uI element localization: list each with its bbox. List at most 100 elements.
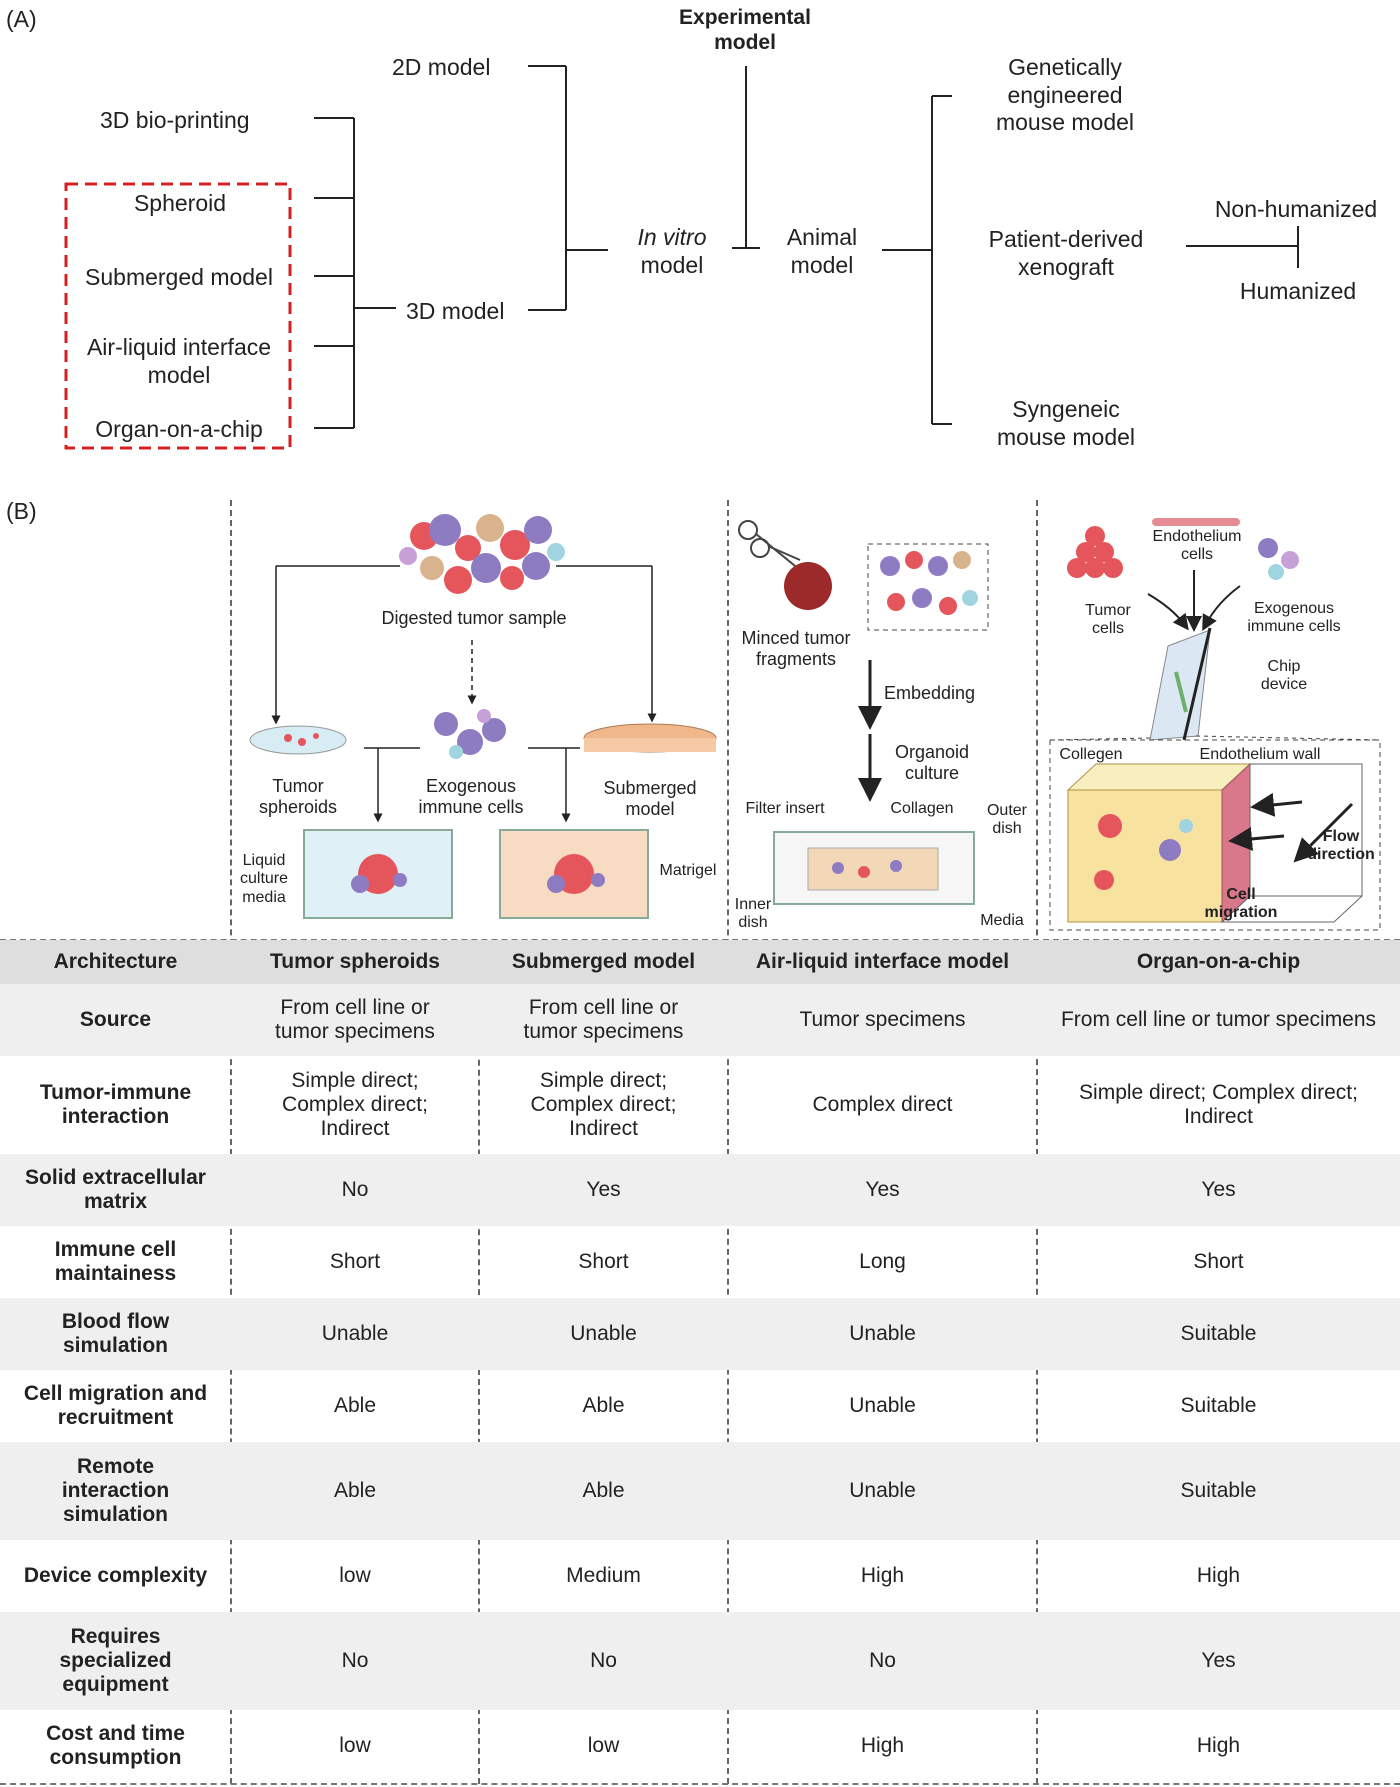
spheroid-dish <box>249 725 347 755</box>
label-submerged-model: Submerged model <box>603 778 697 819</box>
table-cell: Unable <box>849 1393 916 1417</box>
table-cell: No <box>728 1612 1037 1710</box>
label-collagen: Collagen <box>890 800 954 817</box>
table-cell: Simple direct; Complex direct; Indirect <box>1079 1080 1358 1128</box>
label-exogenous-immune: Exogenous immune cells <box>418 776 524 817</box>
label-liquid-media: Liquid culture media <box>239 852 289 906</box>
table-row: Blood flow simulation Unable Unable Unab… <box>0 1298 1400 1370</box>
table-cell: From cell line or tumor specimens <box>231 984 479 1056</box>
table-cell: No <box>231 1154 479 1226</box>
label-cell-migration: Cell migration <box>1204 886 1278 922</box>
matrigel-well <box>499 829 649 919</box>
tumor-cell-cluster <box>1067 526 1123 578</box>
table-row: Solid extracellular matrix No Yes Yes Ye… <box>0 1154 1400 1226</box>
row-header: Blood flow simulation <box>0 1298 231 1370</box>
table-cell: Yes <box>1037 1154 1400 1226</box>
table-cell: No <box>231 1612 479 1710</box>
row-header: Solid extracellular matrix <box>0 1154 231 1226</box>
in-vitro-model: model <box>640 251 704 278</box>
label-filter-insert: Filter insert <box>745 800 825 817</box>
chip-3d-block <box>1066 762 1363 924</box>
node-animal-model: Animal model <box>786 224 858 278</box>
header-cell: Submerged model <box>479 940 728 984</box>
header-cell: Air-liquid interface model <box>728 940 1037 984</box>
submerged-dish <box>583 723 717 753</box>
panel-b-illustration <box>249 514 1381 931</box>
table-cell: High <box>860 1733 905 1757</box>
node-ooc: Organ-on-a-chip <box>95 416 263 442</box>
label-endothelium-cells: Endothelium cells <box>1152 528 1242 564</box>
row-header: Cost and time consumption <box>46 1721 185 1769</box>
row-header: Remote interaction simulation <box>0 1442 231 1540</box>
table-cell: High <box>1196 1563 1241 1587</box>
table-row: Tumor-immune interaction Simple direct; … <box>0 1056 1400 1154</box>
label-exogenous-immune-cells: Exogenous immune cells <box>1247 600 1341 636</box>
label-collegen: Collegen <box>1059 746 1123 763</box>
table-cell: Unable <box>728 1442 1037 1540</box>
table-cell: High <box>860 1563 905 1587</box>
table-cell: Simple direct; Complex direct; Indirect <box>530 1068 677 1141</box>
label-chip-device: Chip device <box>1260 658 1308 694</box>
table-cell: Able <box>333 1393 377 1417</box>
dashed-3d-box <box>64 182 292 450</box>
table-cell: Yes <box>1037 1612 1400 1710</box>
table-cell: Simple direct; Complex direct; Indirect <box>282 1068 428 1141</box>
label-matrigel: Matrigel <box>659 862 717 879</box>
digested-tumor-cluster <box>399 514 565 594</box>
scissors-icon <box>738 520 801 571</box>
immune-cells-cluster <box>434 709 506 759</box>
table-cell: Short <box>578 1249 629 1273</box>
node-bioprinting: 3D bio-printing <box>100 107 250 133</box>
label-endothelium-wall: Endothelium wall <box>1199 746 1321 763</box>
root-node: Experimental model <box>679 6 811 55</box>
node-in-vitro: In vitro model <box>624 224 720 279</box>
label-embedding: Embedding <box>884 683 976 703</box>
table-cell: From cell line or tumor specimens <box>479 984 728 1056</box>
label-tumor-cells: Tumor cells <box>1085 602 1131 638</box>
table-cell: Unable <box>728 1298 1037 1370</box>
label-outer-dish: Outer dish <box>986 802 1027 838</box>
column-divider-1 <box>230 500 232 1784</box>
node-submerged: Submerged model <box>85 264 273 290</box>
table-cell: Tumor specimens <box>728 984 1037 1056</box>
table-row: Source From cell line or tumor specimens… <box>0 984 1400 1056</box>
in-vitro-italic: In vitro <box>637 224 707 250</box>
table-cell: Suitable <box>1180 1393 1257 1417</box>
table-cell: Complex direct <box>812 1092 953 1116</box>
table-cell: low <box>339 1563 371 1587</box>
endothelium-strip <box>1152 518 1240 526</box>
row-header: Cell migration and recruitment <box>23 1381 208 1429</box>
panel-a-label: (A) <box>6 6 37 32</box>
node-2d-model: 2D model <box>392 54 491 80</box>
node-non-humanized: Non-humanized <box>1214 196 1378 222</box>
table-cell: low <box>587 1733 620 1757</box>
table-bottom-border <box>0 1783 1400 1785</box>
row-header: Device complexity <box>23 1563 208 1587</box>
chip-zoom-box <box>1049 739 1381 931</box>
table-cell: Suitable <box>1037 1298 1400 1370</box>
node-spheroid: Spheroid <box>133 190 227 216</box>
row-header: Immune cell maintainess <box>54 1237 177 1285</box>
table-cell: Suitable <box>1037 1442 1400 1540</box>
table-cell: Yes <box>728 1154 1037 1226</box>
table-cell: Short <box>1193 1249 1244 1273</box>
header-cell: Organ-on-a-chip <box>1037 940 1400 984</box>
node-syngeneic: Syngeneic mouse model <box>996 396 1136 450</box>
comparison-table: Architecture Tumor spheroids Submerged m… <box>0 940 1400 1782</box>
node-ali: Air-liquid interface model <box>86 334 272 388</box>
node-humanized: Humanized <box>1239 278 1357 304</box>
ali-dish <box>773 831 975 905</box>
tree-connectors <box>64 65 1299 450</box>
label-inner-dish: Inner dish <box>734 896 772 932</box>
header-cell: Architecture <box>0 940 231 984</box>
exogenous-cells-cluster <box>1258 538 1299 580</box>
table-cell: Able <box>582 1393 625 1417</box>
table-cell: Long <box>859 1249 906 1273</box>
table-row: Immune cell maintainess Short Short Long… <box>0 1226 1400 1298</box>
panel-b-label: (B) <box>6 498 37 524</box>
tumor-fragment <box>784 562 832 610</box>
column-divider-4 <box>1036 500 1038 1784</box>
table-cell: Short <box>329 1249 381 1273</box>
table-cell: Medium <box>566 1563 641 1587</box>
table-cell: No <box>479 1612 728 1710</box>
